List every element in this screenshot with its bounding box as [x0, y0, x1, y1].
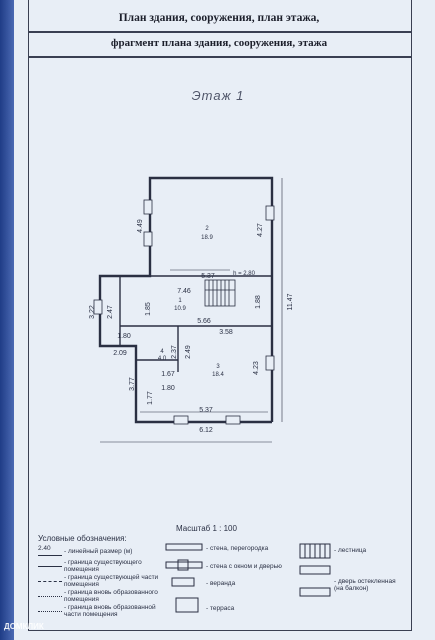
dim-label: 2.49: [185, 345, 192, 359]
legend-item: - граница существующего помещения: [64, 559, 142, 573]
dim-label: 3.77: [129, 377, 136, 391]
legend-line: [38, 555, 62, 556]
legend-symbol-label: - терраса: [206, 605, 235, 612]
dim-label: 2.47: [107, 305, 114, 319]
room-2-area: 18.9: [201, 235, 213, 241]
dim-label: 1.80: [117, 333, 131, 340]
dim-label: 4.27: [257, 223, 264, 237]
legend-symbol-label: - лестница: [334, 547, 367, 554]
legend-title: Условные обозначения:: [38, 534, 127, 543]
room-1-number: 1: [178, 298, 182, 304]
room-4-area: 4.0: [158, 356, 167, 362]
legend-item: - граница существующей части помещения: [64, 574, 159, 588]
dim-label: 4.23: [253, 361, 260, 375]
dim-label: 5.66: [197, 318, 211, 325]
dim-label: 4.49: [137, 219, 144, 233]
dim-label: 1.80: [161, 385, 175, 392]
document-sheet: [14, 0, 435, 640]
dim-label: 2.37: [171, 345, 178, 359]
header-divider: [28, 31, 412, 33]
legend-sample-value: 2.40: [38, 545, 51, 552]
header-divider: [28, 56, 412, 58]
dim-label: 2.09: [113, 350, 127, 357]
dim-label: 7.46: [177, 288, 191, 295]
dim-label: 5.37: [201, 273, 215, 280]
ceiling-height: h = 2.80: [233, 271, 256, 277]
binding-spine: [0, 0, 14, 640]
legend-item: - граница вновь образованной части помещ…: [64, 604, 156, 618]
legend-symbols: [165, 543, 331, 613]
dimension-lines: [100, 178, 283, 443]
header-line-2: фрагмент плана здания, сооружения, этажа: [110, 37, 328, 49]
legend-item: - линейный размер (м): [64, 548, 133, 555]
window-icons: [93, 199, 275, 425]
floor-title: Этаж 1: [191, 88, 245, 103]
dim-label: 1.67: [161, 371, 175, 378]
header-line-1: План здания, сооружения, план этажа,: [118, 12, 320, 24]
document-frame: [28, 0, 412, 631]
plan-scale: Масштаб 1 : 100: [176, 524, 237, 533]
legend-line: [38, 596, 62, 597]
dim-label: 3.58: [219, 329, 233, 336]
watermark-logo: ДОМКЛИК: [4, 622, 44, 631]
dim-label: 11.47: [287, 293, 294, 310]
legend-line: [38, 566, 62, 567]
legend-symbol-label: - веранда: [206, 580, 236, 587]
dim-label: 5.37: [199, 407, 213, 414]
room-4-number: 4: [160, 349, 164, 355]
room-2-number: 2: [205, 226, 209, 232]
dim-label: 6.12: [199, 427, 213, 434]
plan-walls: [98, 176, 274, 424]
plan-partitions: [119, 275, 272, 372]
legend-symbol-label: - стена с окном и дверью: [206, 563, 282, 570]
dim-label: 1.77: [147, 391, 154, 405]
stair-icon: [204, 279, 236, 307]
dim-label: 1.88: [255, 295, 262, 309]
legend-line: [38, 581, 62, 582]
room-3-area: 18.4: [212, 372, 224, 378]
legend-symbol-label: - стена, перегородка: [206, 545, 269, 552]
dim-label: 1.85: [145, 302, 152, 316]
legend-item: - граница вновь образованного помещения: [64, 589, 158, 603]
room-1-area: 10.9: [174, 306, 186, 312]
dim-label: 3.22: [89, 305, 96, 319]
room-3-number: 3: [216, 364, 220, 370]
legend-symbol-label: - дверь остекленная (на балкон): [334, 578, 396, 592]
legend-line: [38, 611, 62, 612]
